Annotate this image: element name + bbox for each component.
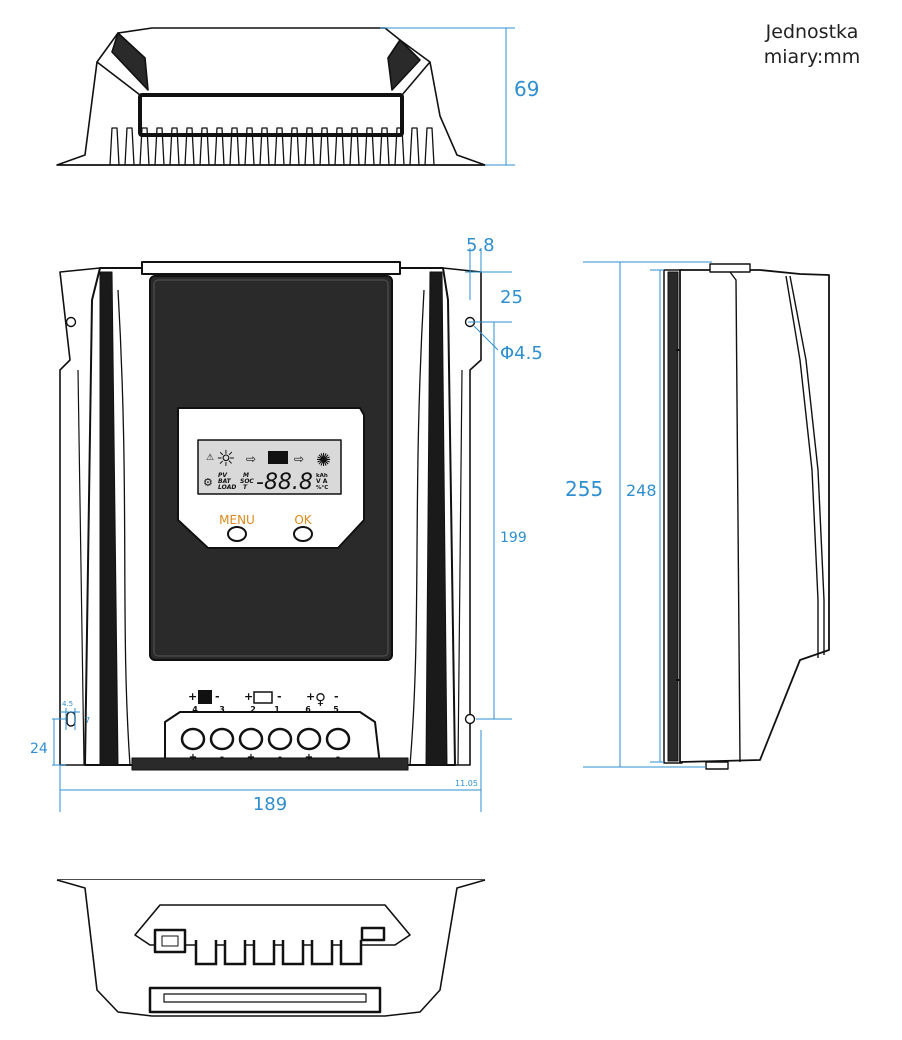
dim-top-height: 69 bbox=[514, 77, 539, 101]
heat-sink-fin bbox=[409, 127, 420, 166]
terminal-number: 5 bbox=[333, 705, 339, 714]
top-view bbox=[56, 27, 486, 166]
terminal-polarity-sign: + bbox=[305, 752, 313, 763]
dim-hole-diameter: Φ4.5 bbox=[500, 343, 543, 364]
lcd-pv: PV bbox=[218, 472, 228, 479]
heat-sink-fin bbox=[109, 127, 120, 166]
dim-body-height: 248 bbox=[626, 481, 657, 500]
terminal-screw-hole bbox=[267, 727, 293, 751]
bottom-terminal-opening bbox=[194, 940, 218, 966]
front-view bbox=[59, 261, 482, 771]
light-bulb-icon: ♀ bbox=[315, 690, 326, 708]
terminal-icons: + - + - + ♀ - bbox=[188, 690, 339, 708]
terminal-polarity-sign: - bbox=[220, 752, 224, 763]
lcd-soc: SOC bbox=[240, 478, 254, 485]
ok-button-label: OK bbox=[294, 513, 312, 527]
heat-sink-fin bbox=[424, 127, 435, 166]
dim-hole-top: 25 bbox=[500, 287, 523, 308]
lcd-digits: -88.8 bbox=[256, 470, 313, 495]
side-view bbox=[663, 263, 830, 770]
terminal-number: 2 bbox=[250, 705, 256, 714]
terminal-polarity-sign: + bbox=[247, 752, 255, 763]
heat-sink-fin bbox=[169, 127, 180, 166]
unit-note-line2: miary:mm bbox=[763, 46, 861, 68]
dim-width: 189 bbox=[253, 794, 287, 815]
terminal-number: 3 bbox=[219, 705, 225, 714]
minus-sign-icon-3: - bbox=[334, 690, 339, 703]
top-dimension bbox=[380, 27, 515, 166]
battery-icon bbox=[268, 451, 288, 464]
terminal-screw-hole bbox=[238, 727, 264, 751]
minus-sign-icon: - bbox=[215, 690, 220, 703]
side-dimensions bbox=[583, 261, 712, 768]
heat-sink-fin bbox=[124, 127, 135, 166]
sun-icon: ☼ bbox=[216, 447, 236, 472]
heat-sink-fin bbox=[199, 127, 210, 166]
battery-outline-icon bbox=[253, 691, 273, 704]
heat-sink-fin bbox=[364, 127, 375, 166]
heat-sink-fin bbox=[379, 127, 390, 166]
terminal-number: 4 bbox=[192, 705, 198, 714]
unit-note-line1: Jednostka bbox=[765, 21, 859, 43]
dim-hole-spacing: 199 bbox=[500, 530, 527, 546]
terminal-polarity-sign: + bbox=[189, 752, 197, 763]
heat-sink-fin bbox=[319, 127, 330, 166]
terminal-screw-hole bbox=[296, 727, 322, 751]
dim-edge: 11.05 bbox=[455, 779, 478, 788]
lcd-t: T bbox=[243, 484, 248, 491]
heat-sink-fin bbox=[349, 127, 360, 166]
heat-sink-fin bbox=[139, 127, 150, 166]
lcd-unit-kah: kAh bbox=[316, 473, 328, 479]
terminal-screw-hole bbox=[325, 727, 351, 751]
lcd-unit-va: V A bbox=[316, 478, 328, 485]
unit-note: Jednostka miary:mm bbox=[742, 20, 882, 70]
dim-small-b: 7 bbox=[85, 716, 90, 725]
heat-sink-fin bbox=[184, 127, 195, 166]
arrow-right-icon-2: ⇨ bbox=[294, 452, 304, 466]
heat-sink-fin bbox=[394, 127, 405, 166]
terminal-screw-hole bbox=[180, 727, 206, 751]
minus-sign-icon-2: - bbox=[277, 690, 282, 703]
plus-sign-icon-3: + bbox=[306, 690, 315, 703]
bulb-icon: ✺ bbox=[316, 450, 331, 471]
heat-sink-fin bbox=[259, 127, 270, 166]
terminal-polarity-sign: - bbox=[278, 752, 282, 763]
terminal-screw-hole bbox=[209, 727, 235, 751]
heat-sink-fin bbox=[244, 127, 255, 166]
bottom-terminal-opening bbox=[310, 940, 334, 966]
solar-panel-icon bbox=[198, 690, 212, 704]
plus-sign-icon: + bbox=[188, 690, 197, 703]
heat-sink-fin bbox=[154, 127, 165, 166]
menu-button-label: MENU bbox=[219, 513, 255, 527]
heat-sink-fin bbox=[214, 127, 225, 166]
bottom-terminal-opening bbox=[252, 940, 276, 966]
gear-icon: ⚙ bbox=[203, 476, 213, 489]
dim-total-height: 255 bbox=[565, 477, 603, 501]
terminal-number: 6 bbox=[305, 705, 311, 714]
plus-sign-icon-2: + bbox=[244, 690, 253, 703]
lcd-load: LOAD bbox=[218, 484, 236, 491]
bottom-terminal-opening bbox=[223, 940, 247, 966]
dim-small-a: 4.5 bbox=[62, 700, 73, 708]
heat-sink-fin bbox=[229, 127, 240, 166]
lcd-display: ⚠ ☼ ⇨ ⇨ ✺ ⚙ PV BAT LOAD M SOC T -88.8 kA… bbox=[203, 447, 331, 495]
heat-sink-fin bbox=[289, 127, 300, 166]
front-dimensions bbox=[52, 248, 512, 812]
heat-sink-fin bbox=[334, 127, 345, 166]
terminal-number: 1 bbox=[274, 705, 280, 714]
bottom-terminal-opening bbox=[339, 940, 363, 966]
dim-hole-offset: 5.8 bbox=[466, 235, 495, 256]
arrow-right-icon: ⇨ bbox=[246, 452, 256, 466]
heat-sink-fin bbox=[304, 127, 315, 166]
terminal-polarity-sign: - bbox=[336, 752, 340, 763]
warning-icon: ⚠ bbox=[206, 453, 214, 463]
bottom-terminal-opening bbox=[281, 940, 305, 966]
dim-bottom-hole: 24 bbox=[30, 741, 48, 757]
lcd-m: M bbox=[243, 472, 249, 479]
lcd-unit-c: %°C bbox=[316, 485, 328, 491]
lcd-bat: BAT bbox=[218, 478, 232, 485]
heat-sink-fin bbox=[274, 127, 285, 166]
